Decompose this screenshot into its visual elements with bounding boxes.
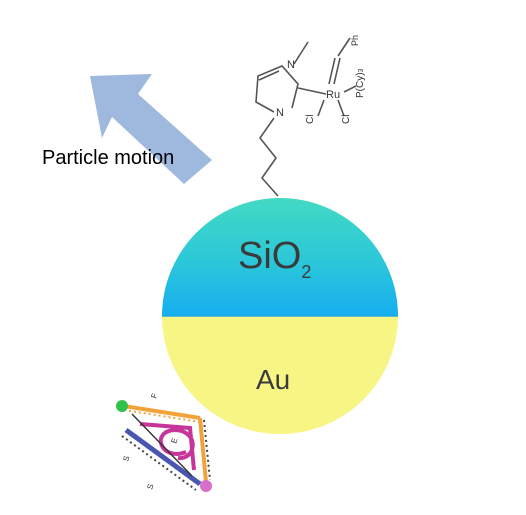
alkyl-tether xyxy=(259,117,279,197)
svg-text:F: F xyxy=(149,392,159,400)
svg-text:E: E xyxy=(169,437,179,445)
dna-bead-pink xyxy=(200,480,212,492)
dna-nanostructure: F E S S xyxy=(116,392,212,492)
svg-text:S: S xyxy=(121,455,131,463)
svg-text:Cl: Cl xyxy=(341,115,352,124)
catalyst-labels: N N Ru Cl Cl P(Cy)3 Ph xyxy=(276,35,366,124)
svg-text:Ru: Ru xyxy=(326,89,340,101)
silica-label: SiO2 xyxy=(238,235,311,282)
svg-text:P(Cy)3: P(Cy)3 xyxy=(355,68,366,98)
svg-text:S: S xyxy=(145,483,155,491)
motion-arrow xyxy=(90,74,212,184)
ruthenium-catalyst xyxy=(255,37,357,197)
dna-strand-blue xyxy=(124,427,202,487)
imidazole-ring xyxy=(255,65,299,113)
janus-particle xyxy=(162,198,398,434)
motion-label: Particle motion xyxy=(42,147,174,169)
dna-bead-green xyxy=(116,400,128,412)
dna-strand-orange xyxy=(123,404,201,420)
svg-text:Cl: Cl xyxy=(305,115,316,124)
svg-text:Ph: Ph xyxy=(350,35,360,46)
svg-text:N: N xyxy=(287,59,295,71)
svg-text:N: N xyxy=(276,107,284,119)
gold-label: Au xyxy=(256,364,290,395)
